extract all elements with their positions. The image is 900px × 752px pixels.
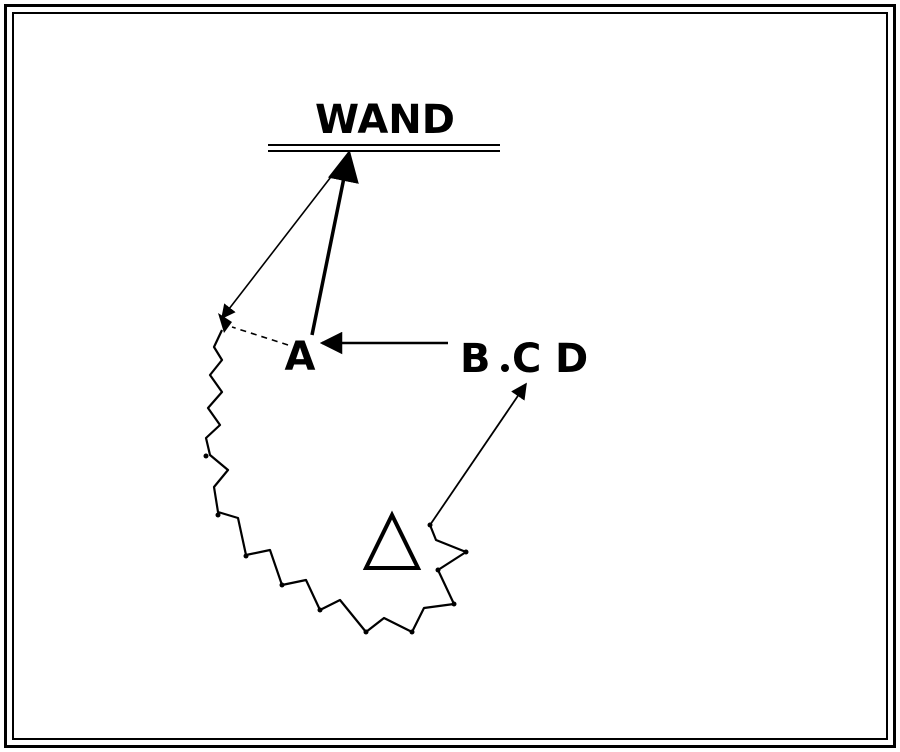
arrow-wall-to-reflection <box>221 159 345 320</box>
point-a-label: A <box>285 334 316 380</box>
reflection-point-marker <box>218 313 232 333</box>
zigzag-dots <box>203 453 469 635</box>
point-d-label: D <box>555 336 588 382</box>
dashed-a-to-reflection <box>231 326 289 346</box>
separator-dot <box>501 364 509 372</box>
point-b-label: B <box>460 336 491 382</box>
arrow-a-to-wall <box>310 149 359 336</box>
wall-label: WAND <box>315 97 455 143</box>
zigzag-path <box>204 329 468 634</box>
point-c-label: C <box>512 336 541 382</box>
inner-frame <box>12 12 888 740</box>
outer-frame <box>4 4 896 748</box>
triangle-icon <box>362 510 422 570</box>
arrow-triangle-to-bcd <box>429 382 527 526</box>
